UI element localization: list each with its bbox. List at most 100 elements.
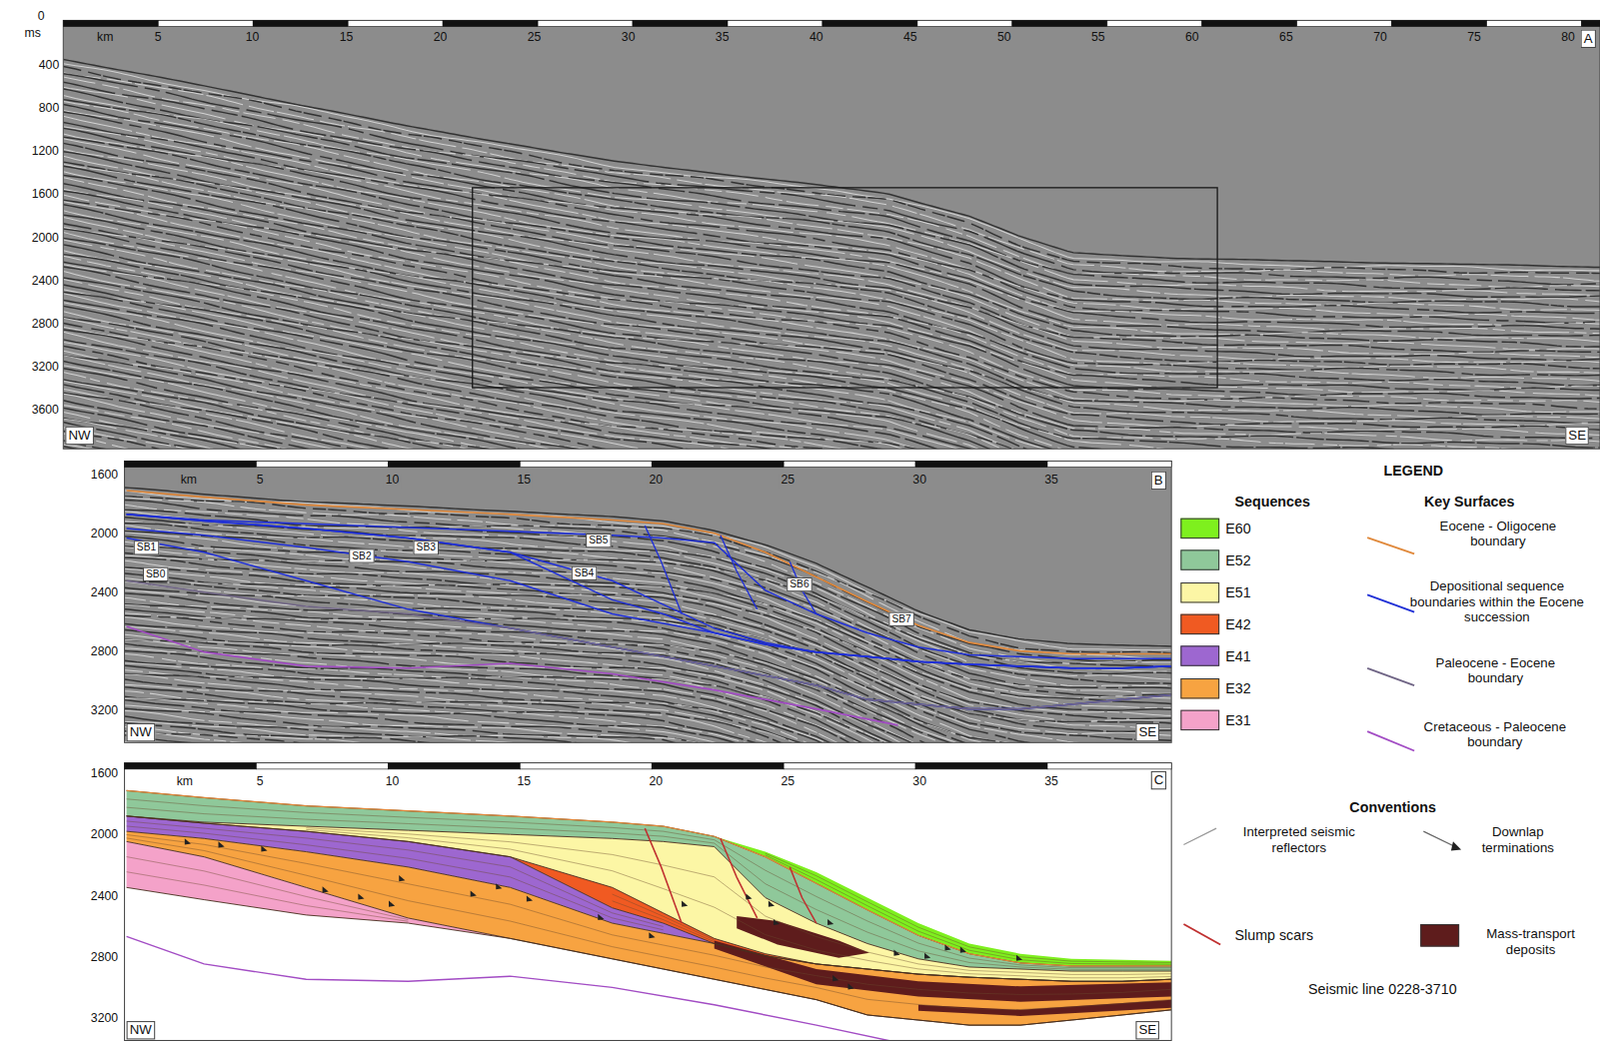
seismic-reflector [62, 407, 1600, 449]
seismic-reflector [62, 142, 1600, 352]
scale-bar-segment [651, 461, 784, 468]
seismic-reflector [62, 417, 1600, 449]
seismic-reflector [124, 731, 1173, 744]
legend-swatch [1180, 550, 1220, 571]
downlap-arrow [768, 901, 775, 908]
sequence-boundary [126, 790, 1173, 967]
interpreted-horizon [126, 528, 1173, 669]
seismic-reflector [62, 317, 1600, 450]
scale-bar-segment [1392, 19, 1488, 26]
scale-bar-segment [442, 19, 538, 26]
legend-text: E41 [1225, 648, 1251, 665]
interpreted-reflector [126, 838, 1173, 1011]
downlap-arrow [218, 841, 225, 848]
axis-label: 30 [621, 30, 636, 45]
tag-text: SE [1568, 427, 1587, 443]
downlap-arrow [526, 895, 533, 902]
legend-text: E60 [1225, 520, 1251, 537]
downlap-arrow [398, 875, 405, 882]
legend-swatch [1420, 924, 1460, 947]
legend-heading: Conventions [1349, 798, 1437, 815]
axis-label: 20 [433, 30, 448, 45]
interpreted-reflector [305, 829, 1172, 978]
scale-bar-segment [1012, 19, 1108, 26]
axis-label: 10 [245, 30, 260, 45]
scale-bar-segment [1582, 19, 1600, 26]
seismic-reflector [62, 109, 1600, 320]
scale-bar-segment [1202, 19, 1298, 26]
downlap-arrow [827, 919, 834, 926]
scale-bar-segment [255, 763, 388, 770]
panel-tag: A [1581, 29, 1597, 48]
seismic-reflector [62, 433, 1600, 449]
seismic-reflector [62, 199, 1600, 409]
seismic-reflector [62, 174, 1600, 385]
sequence-fill [126, 831, 1173, 1026]
seismic-reflector [124, 604, 1173, 744]
legend-heading: Key Surfaces [1424, 493, 1516, 510]
axis-label: 20 [646, 775, 665, 790]
interpreted-reflector [305, 828, 1172, 976]
scale-bar-segment [651, 763, 784, 770]
panel-tag: SB1 [133, 540, 159, 555]
downlap-arrow [745, 893, 752, 900]
axis-label: 75 [1467, 30, 1482, 45]
seismic-reflector [62, 254, 1600, 450]
seismic-reflector [62, 444, 1600, 449]
interpreted-reflector [765, 853, 1172, 963]
downlap-arrow [260, 845, 267, 852]
axis-label: 25 [778, 775, 797, 790]
seismic-reflector [62, 214, 1600, 423]
seismic-reflector [124, 500, 1173, 663]
interpreted-horizon [126, 490, 1173, 654]
scale-bar-segment [387, 763, 520, 770]
seismic-reflector [124, 650, 1173, 743]
legend-text: E51 [1225, 584, 1251, 601]
axis-label: 15 [515, 473, 534, 488]
axis-label: km [178, 473, 199, 488]
scale-bar-segment [1047, 461, 1172, 468]
inset-box [472, 187, 1218, 388]
scale-bar-segment [124, 461, 257, 468]
legend-line-sample [1183, 924, 1221, 945]
axis-label: 15 [515, 775, 534, 790]
seismic-section-b [124, 461, 1173, 744]
seismic-reflector [62, 430, 1600, 449]
axis-label: 1600 [90, 468, 118, 483]
downlap-arrow [681, 901, 688, 908]
axis-label: 800 [38, 101, 59, 116]
sequence-boundary [126, 887, 1173, 1026]
panel-tag: SB7 [888, 612, 914, 627]
tag-text: SE [1138, 724, 1157, 740]
scale-bar-segment [347, 19, 443, 26]
seismic-reflector [124, 536, 1173, 697]
legend-line-sample [1367, 537, 1415, 554]
seismic-reflector [124, 496, 1173, 654]
axis-label: 35 [1042, 775, 1061, 790]
scale-bar-segment [783, 461, 916, 468]
legend-line-sample [1367, 731, 1415, 751]
legend-arrow-sample [1451, 841, 1462, 851]
axis-label: 10 [383, 473, 402, 488]
seismic-reflector [124, 653, 1173, 743]
axis-label: 2800 [90, 951, 118, 966]
sequence-boundary [126, 816, 1173, 972]
seismic-reflector [124, 553, 1173, 711]
axis-label: 50 [997, 30, 1012, 45]
interpreted-horizon [126, 538, 1173, 710]
downlap-arrow [960, 947, 967, 954]
legend-swatch [1180, 614, 1220, 635]
panel-tag: B [1151, 471, 1167, 490]
seismic-reflector [62, 317, 1600, 449]
seismic-ground [124, 461, 1173, 744]
seismic-reflector [62, 355, 1600, 449]
seismic-reflector [62, 412, 1600, 450]
seismic-reflector [62, 341, 1600, 449]
panel-frame [124, 763, 1173, 1042]
axis-label: 40 [809, 30, 824, 45]
downlap-arrow [893, 950, 900, 957]
legend-swatch [1180, 518, 1220, 539]
scale-bar-segment [1047, 763, 1172, 770]
seismic-reflector [62, 216, 1600, 425]
axis-label: 1200 [31, 144, 59, 159]
